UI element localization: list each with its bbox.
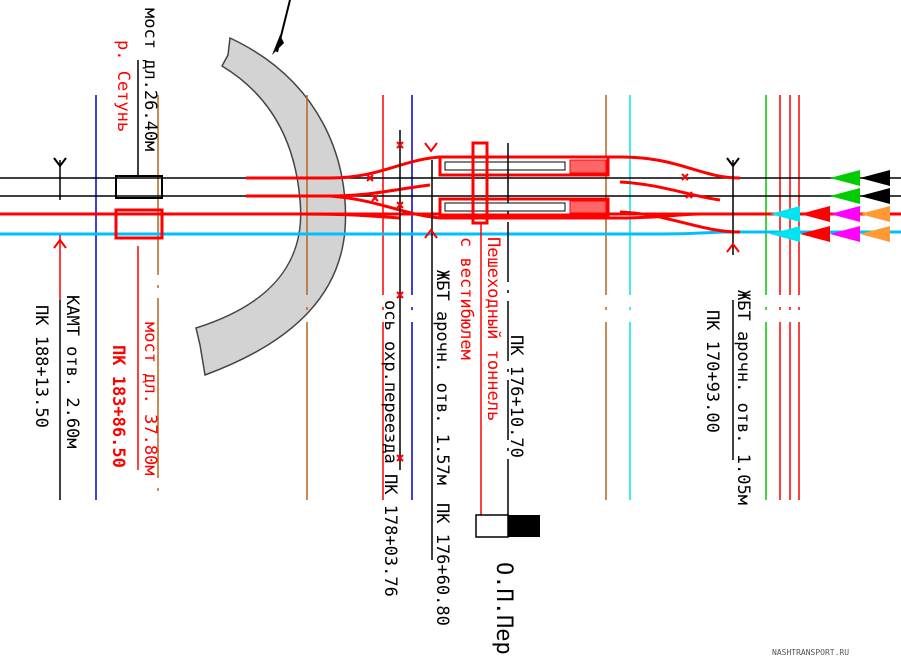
- switch-crosses: [366, 141, 693, 462]
- label-bridge-setun-2: р. Сетунь: [113, 40, 133, 132]
- label-tunnel-1: Пешеходный тоннель: [483, 237, 503, 421]
- label-zbt157-2: ПК 176+60.80: [432, 503, 452, 626]
- track-red-station-3: [619, 180, 721, 202]
- label-tunnel-2: с вестибюлем: [456, 237, 476, 360]
- track-red-station-4: [329, 194, 701, 220]
- label-kamt-1: КАМТ отв. 2.60м: [62, 295, 82, 449]
- label-bridge-37-2: ПК 183+86.50: [108, 345, 128, 468]
- label-tunnel-pk: ПК 176+10.70: [506, 335, 526, 458]
- label-bridge-37-1: мост дл. 37.80м: [140, 322, 160, 476]
- platform-bottom-hatch: [569, 200, 607, 214]
- watermark: NASHTRANSPORT.RU: [772, 648, 849, 657]
- pedestrian-tunnel: [471, 141, 489, 225]
- label-crossing: ось охр.переезда ПК 178+03.76: [380, 300, 400, 597]
- bridge-37-box: [114, 208, 164, 240]
- label-bridge-setun-1: мост дл.26.40м: [140, 8, 160, 151]
- platform-top-inner: [444, 161, 566, 171]
- overpass-pointer-head: [272, 35, 284, 55]
- platform-bottom-inner: [444, 202, 566, 212]
- label-zbt105-1: ЖБТ арочн. отв. 1.05м: [733, 290, 753, 505]
- label-platform: О.П.Пер: [491, 562, 516, 655]
- track-red-lower-curve: [619, 210, 741, 234]
- label-kamt-2: ПК 188+13.50: [31, 305, 51, 428]
- bridge-setun-box: [115, 175, 163, 199]
- track-red-station-5: [299, 212, 401, 220]
- arrows-right: [770, 170, 890, 242]
- label-zbt105-2: ПК 170+93.00: [702, 310, 722, 433]
- label-zbt157-1: ЖБТ арочн. отв. 1.57м: [432, 270, 452, 485]
- platform-top-hatch: [569, 159, 607, 174]
- overpass-arc: [195, 36, 347, 377]
- platform-marker-white: [475, 514, 509, 538]
- signal-symbols: [53, 142, 740, 253]
- platform-marker-black: [508, 515, 540, 537]
